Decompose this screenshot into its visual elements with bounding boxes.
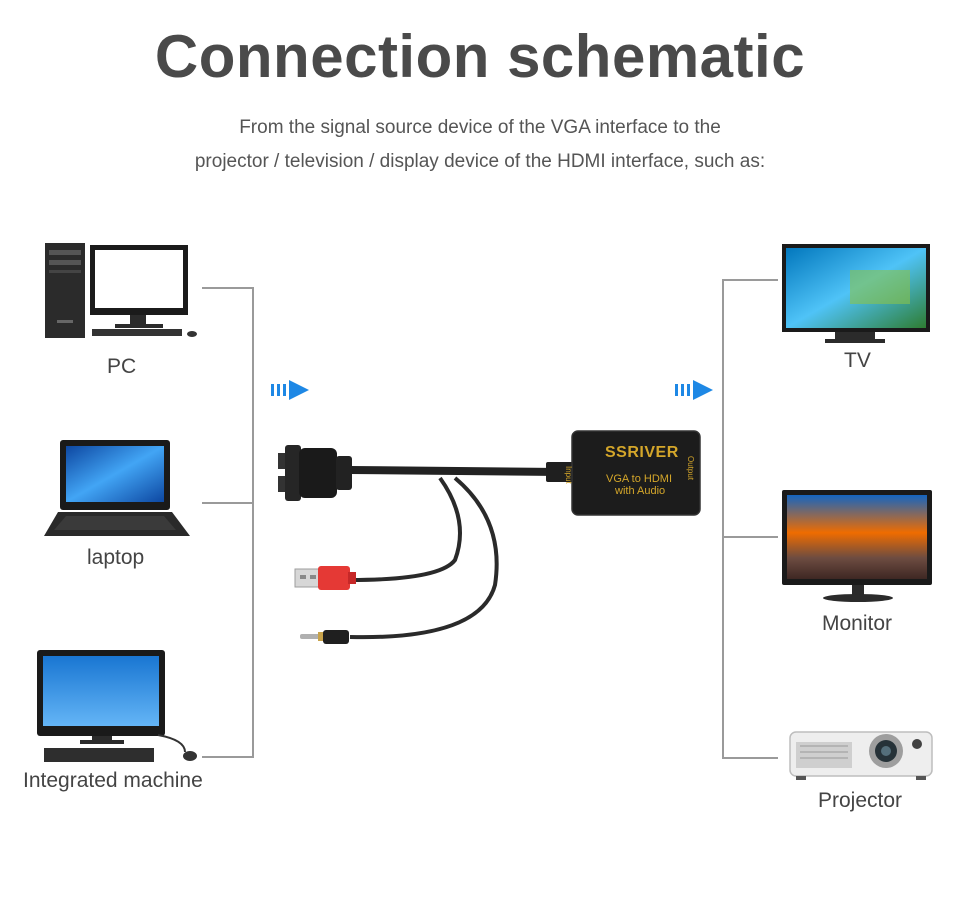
destination-label-projector: Projector: [818, 789, 903, 812]
destination-label-monitor: Monitor: [822, 612, 893, 635]
adapter-model-line1: VGA to HDMI: [606, 473, 673, 485]
subtitle-line-2: projector / television / display device …: [194, 151, 766, 172]
usb-connector-icon: [294, 566, 356, 590]
signal-arrow-left-icon: [271, 380, 309, 400]
source-label-integrated-machine: Integrated machine: [23, 769, 203, 792]
laptop-icon: [44, 440, 190, 536]
adapter-output-label: Output: [686, 456, 695, 481]
adapter-box: [571, 430, 701, 516]
destination-connector-lines: [722, 279, 778, 759]
signal-arrow-right-icon: [675, 380, 713, 400]
desktop-pc-icon: [45, 243, 197, 338]
source-label-laptop: laptop: [87, 546, 145, 569]
destination-label-tv: TV: [844, 349, 871, 372]
projector-icon: [789, 731, 933, 780]
source-connector-lines: [202, 287, 254, 758]
all-in-one-pc-icon: [37, 650, 197, 762]
adapter-brand: SSRIVER: [605, 444, 679, 461]
adapter-input-label: Input: [564, 466, 573, 484]
adapter-model-line2: with Audio: [615, 485, 666, 497]
audio-jack-icon: [300, 630, 349, 644]
vga-to-hdmi-cable: [349, 462, 576, 640]
monitor-icon: [782, 490, 932, 602]
page-title: Connection schematic: [154, 23, 806, 90]
vga-connector-icon: [278, 445, 352, 501]
subtitle-line-1: From the signal source device of the VGA…: [239, 117, 721, 138]
tv-icon: [782, 244, 930, 343]
source-label-pc: PC: [107, 355, 137, 378]
